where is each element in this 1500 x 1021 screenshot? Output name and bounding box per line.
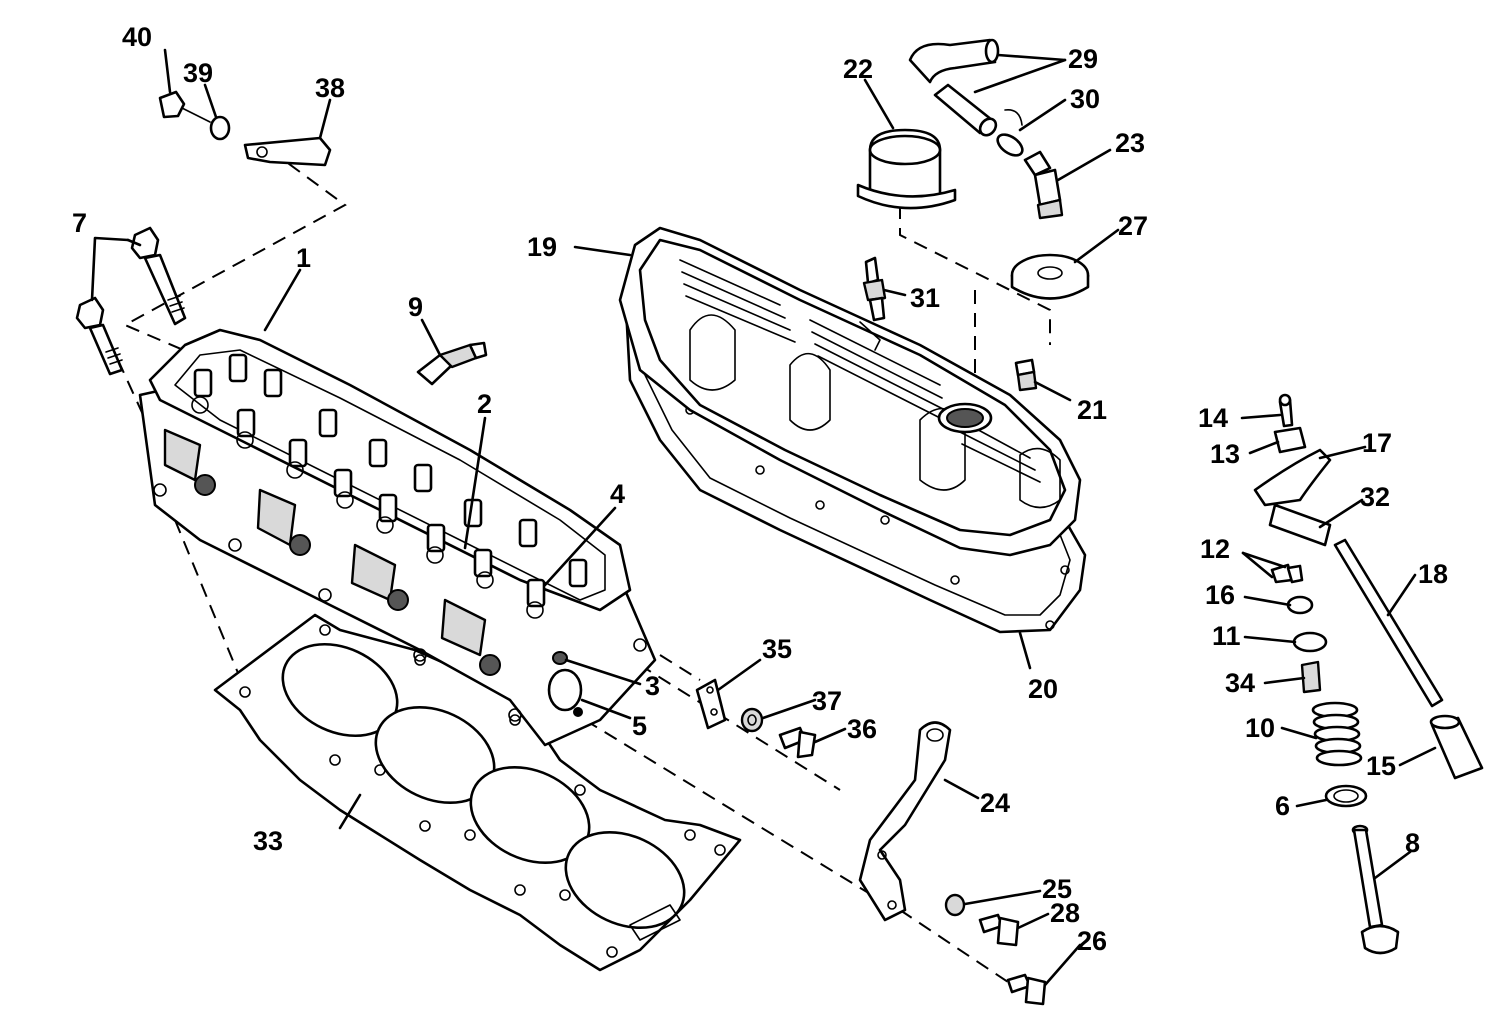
callout-29: 29 bbox=[1068, 44, 1098, 74]
head-bolt-icon bbox=[75, 226, 187, 376]
cover-bolt-icon bbox=[1014, 358, 1038, 392]
hydraulic-lifter-icon bbox=[1429, 714, 1484, 780]
callout-28: 28 bbox=[1050, 898, 1080, 928]
callout-35: 35 bbox=[762, 634, 792, 664]
callout-36: 36 bbox=[847, 714, 877, 744]
callout-19: 19 bbox=[527, 232, 557, 262]
callout-39: 39 bbox=[183, 58, 213, 88]
support-bracket-icon bbox=[858, 721, 952, 922]
callout-23: 23 bbox=[1115, 128, 1145, 158]
callout-1: 1 bbox=[296, 243, 311, 273]
callout-31: 31 bbox=[910, 283, 940, 313]
callout-25: 25 bbox=[1042, 874, 1072, 904]
fastener-icon bbox=[944, 893, 1047, 1006]
callout-12: 12 bbox=[1200, 534, 1230, 564]
callout-4: 4 bbox=[610, 479, 625, 509]
callout-6: 6 bbox=[1275, 791, 1290, 821]
callout-14: 14 bbox=[1198, 403, 1228, 433]
callout-37: 37 bbox=[812, 686, 842, 716]
valve-cover-icon bbox=[618, 226, 1082, 557]
callout-38: 38 bbox=[315, 73, 345, 103]
callout-20: 20 bbox=[1028, 674, 1058, 704]
temperature-sensor-icon bbox=[862, 256, 887, 322]
callout-8: 8 bbox=[1405, 828, 1420, 858]
push-rod-icon bbox=[1333, 538, 1444, 708]
callout-2: 2 bbox=[477, 389, 492, 419]
oil-filler-cap-icon bbox=[856, 128, 957, 210]
callout-5: 5 bbox=[632, 711, 647, 741]
valve-spring-icon bbox=[1311, 701, 1368, 808]
callout-26: 26 bbox=[1077, 926, 1107, 956]
leader-lines bbox=[90, 48, 1437, 987]
rocker-arm-icon bbox=[1253, 393, 1332, 547]
head-gasket-icon bbox=[213, 613, 742, 972]
callout-21: 21 bbox=[1077, 395, 1107, 425]
callout-27: 27 bbox=[1118, 211, 1148, 241]
callout-11: 11 bbox=[1212, 621, 1241, 651]
callout-labels: 40 39 38 7 1 9 2 4 3 5 35 37 36 33 24 25… bbox=[72, 22, 1448, 956]
cylinder-head-icon bbox=[138, 328, 657, 747]
callout-9: 9 bbox=[408, 292, 423, 322]
callout-13: 13 bbox=[1210, 439, 1240, 469]
callout-22: 22 bbox=[843, 54, 873, 84]
callout-7: 7 bbox=[72, 208, 87, 238]
callout-17: 17 bbox=[1362, 428, 1392, 458]
callout-10: 10 bbox=[1245, 713, 1275, 743]
valve-icon bbox=[1351, 824, 1400, 955]
valve-keepers-icon bbox=[1270, 563, 1304, 584]
pcv-valve-icon bbox=[908, 38, 1064, 220]
callout-34: 34 bbox=[1225, 668, 1255, 698]
lifting-bracket-icon bbox=[158, 90, 332, 167]
callout-40: 40 bbox=[122, 22, 152, 52]
spring-retainer-icon bbox=[1286, 595, 1328, 694]
spark-plug-icon bbox=[416, 341, 488, 386]
callout-18: 18 bbox=[1418, 559, 1448, 589]
callout-15: 15 bbox=[1366, 751, 1396, 781]
callout-16: 16 bbox=[1205, 580, 1235, 610]
callout-33: 33 bbox=[253, 826, 283, 856]
bracket-icon bbox=[695, 678, 817, 759]
callout-24: 24 bbox=[980, 788, 1010, 818]
callout-3: 3 bbox=[645, 671, 660, 701]
callout-32: 32 bbox=[1360, 482, 1390, 512]
callout-30: 30 bbox=[1070, 84, 1100, 114]
grommet-icon bbox=[1010, 253, 1090, 300]
